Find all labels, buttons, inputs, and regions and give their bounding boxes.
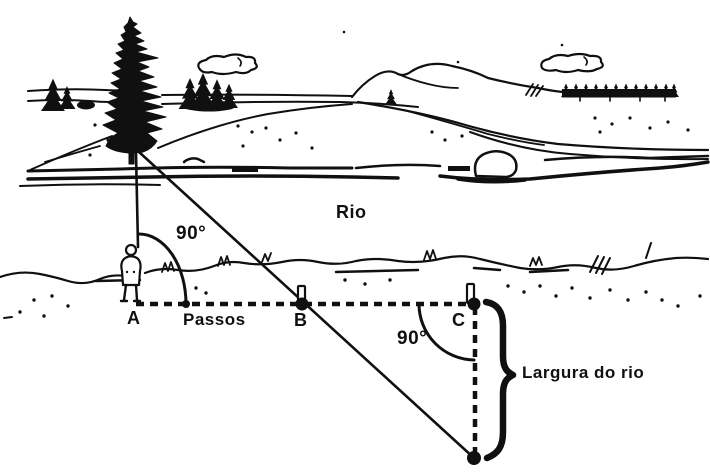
near-bank-grass-line [0, 242, 710, 285]
observer-head [124, 243, 138, 257]
steps-label: Passos [183, 310, 246, 329]
angle-arc-a [137, 232, 188, 306]
point-a-label: A [127, 308, 141, 328]
point-dot-b [295, 297, 309, 311]
observer-legs [119, 283, 142, 303]
angle-arc-c [417, 302, 476, 362]
hillside-hatch-marks [525, 83, 544, 97]
arc-baseline-junction-dot [182, 300, 190, 308]
cloud-right [540, 52, 604, 74]
triangulation-geometry [119, 150, 517, 465]
angle-a-label: 90° [176, 223, 207, 244]
pine-cluster-mid [178, 72, 238, 112]
hills [350, 62, 565, 99]
angle-c-label: 90° [397, 328, 428, 349]
pine-cluster-left [41, 78, 95, 111]
bank-hatch-marks [589, 242, 652, 275]
point-dot-c [467, 297, 481, 311]
point-dot-bottom [467, 451, 481, 465]
far-bank-contours [29, 100, 710, 171]
landscape-sketch [0, 16, 710, 319]
stipple-dots [18, 30, 702, 318]
point-c-label: C [452, 310, 466, 330]
boulder [456, 150, 527, 184]
grass-tufts [161, 249, 543, 273]
forest-strip [561, 83, 679, 102]
river-width-label: Largura do rio [522, 363, 645, 382]
observer-figure [119, 243, 142, 303]
river-label: Rio [336, 202, 367, 222]
big-pine-tree [102, 16, 167, 165]
cloud-left [197, 53, 258, 76]
river-width-brace [482, 298, 517, 462]
foreground-dash [3, 316, 13, 319]
tiny-pine-right [385, 89, 397, 104]
sight-line-tree-to-a [134, 151, 140, 249]
point-b-label: B [294, 310, 308, 330]
observer-torso [120, 255, 142, 287]
river-edge-band [19, 154, 710, 187]
